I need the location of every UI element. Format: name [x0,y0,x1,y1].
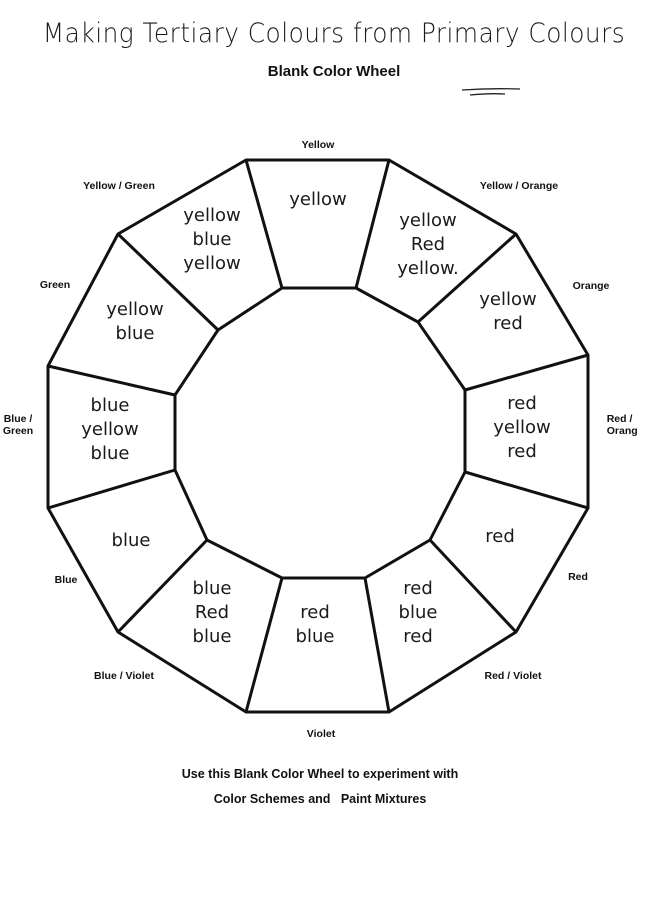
label-yellow: Yellow [301,139,335,151]
segment-blue: blue [112,529,151,553]
mix-text: yellow [399,210,457,231]
mix-text: yellow [183,253,241,274]
instructions-line-2: Color Schemes and Paint Mixtures [213,792,427,806]
label-line: Blue / [3,413,33,425]
mix-text: blue [111,530,151,551]
segment-red: red [485,525,515,549]
label-blue: Blue [54,574,78,586]
label-blue-violet: Blue / Violet [94,670,154,682]
instructions-line-1: Use this Blank Color Wheel to experiment… [181,767,459,781]
mix-text: yellow [81,419,139,440]
mix-text: yellow. [397,258,459,279]
label-orange: Orange [572,280,610,292]
segment-dividers [47,159,589,713]
segment-yellow-green: yellow blue yellow [183,204,240,276]
mix-text: blue [295,626,335,647]
mix-text: red [485,526,515,547]
mix-text: red [493,313,523,334]
mix-text: blue [192,626,232,647]
mix-text: blue [115,323,155,344]
segment-red-violet: red blue red [399,577,438,649]
label-violet: Violet [306,728,336,740]
mix-text: blue [192,578,232,599]
worksheet-title: Making Tertiary Colours from Primary Col… [42,18,626,49]
mix-text: yellow [289,189,347,210]
mix-text: red [403,578,433,599]
segment-yellow: yellow [289,188,346,212]
segment-orange: yellow red [479,288,536,336]
label-red-violet: Red / Violet [484,670,542,682]
mix-text: yellow [493,417,551,438]
mix-text: yellow [183,205,241,226]
label-line: Green [2,425,34,437]
mix-text: red [300,602,330,623]
label-line: Red / [606,413,633,425]
mix-text: Red [194,602,230,623]
mix-text: red [507,441,537,462]
label-green: Green [39,279,71,291]
segment-green: yellow blue [106,298,163,346]
mix-text: red [507,393,537,414]
mix-text: yellow [106,299,164,320]
mix-text: blue [192,229,232,250]
wheel-inner-outline [173,286,467,580]
mix-text: blue [90,395,130,416]
mix-text: blue [398,602,438,623]
segment-red-orange: red yellow red [493,392,550,464]
label-blue-green: Blue /Green [3,413,33,437]
mix-text: yellow [479,289,537,310]
segment-violet: red blue [296,601,335,649]
label-line: Orang [606,425,638,437]
label-red: Red [568,571,588,583]
label-red-orange: Red /Orang [607,413,638,437]
subtitle: Blank Color Wheel [267,63,401,80]
primary-underline [461,88,521,96]
mix-text: blue [90,443,130,464]
mix-text: red [403,626,433,647]
segment-blue-green: blue yellow blue [81,394,138,466]
mix-text: Red [410,234,446,255]
label-yellow-green: Yellow / Green [83,180,155,192]
label-yellow-orange: Yellow / Orange [479,180,559,192]
